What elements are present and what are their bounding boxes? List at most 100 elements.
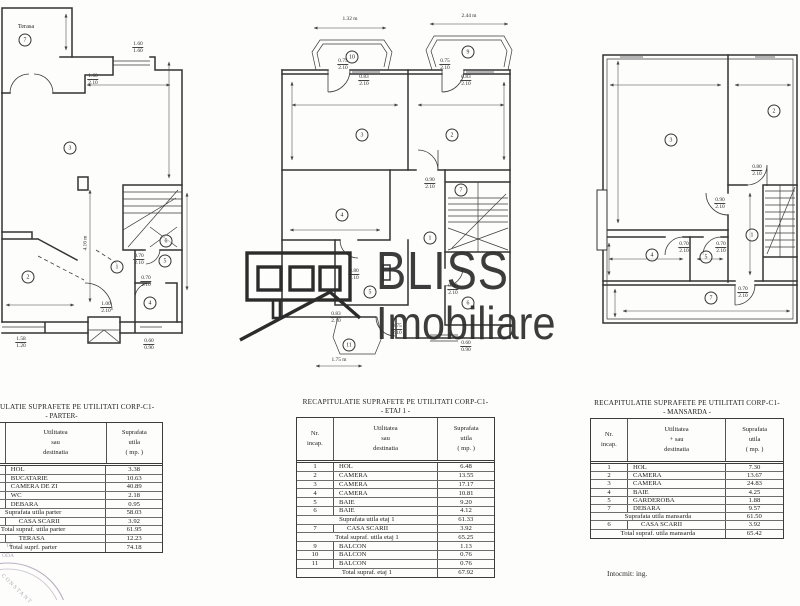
floor-plan-mansarda-drawing <box>596 54 798 324</box>
table-row: Total supraf. etaj 1 67.92 <box>297 568 494 578</box>
table-etaj1: RECAPITULATIE SUPRAFETE PE UTILITATI COR… <box>296 398 495 579</box>
table-row: 10 BALCON 0.76 <box>297 550 494 560</box>
table-title: RECAPITULATIE SUPRAFETE PE UTILITATI COR… <box>594 399 780 407</box>
terasa-label: Terasa <box>17 23 35 30</box>
table-body: HOL 3.38 BUCATARIE 10.63 CAMERA DE ZI 40… <box>0 466 162 552</box>
table-header: Utilitatea sau destinatia Suprafata util… <box>0 423 162 466</box>
room-number-badge: 4 <box>645 248 659 262</box>
length-label: 1.32 m <box>342 16 358 22</box>
table-row: 5 BAIE 9.20 <box>297 498 494 507</box>
room-number-badge: 5 <box>699 250 713 264</box>
table-row: Suprafata utila parter 58.03 <box>0 508 162 518</box>
room-number-badge: 10 <box>345 50 359 64</box>
table-body: 1 HOL 6.48 2 CAMERA 13.55 3 CAMERA 17.17 <box>297 463 494 578</box>
table-body: 1 HOL 7.30 2 CAMERA 13.67 3 CAMERA 24.83 <box>591 464 783 538</box>
table-row: 6 BAIE 4.12 <box>297 506 494 516</box>
window <box>596 189 608 251</box>
room-number-badge: 1 <box>745 228 759 242</box>
table-header: Nr. incap. Utilitatea + sau destinatia S… <box>591 419 783 464</box>
watermark-brand-line2: Imobiliare <box>376 297 556 349</box>
table-title: RECAPITULATIE SUPRAFETE PE UTILITATI COR… <box>302 398 489 406</box>
table-row: 4 CAMERA 10.81 <box>297 489 494 499</box>
table-row: 1 HOL 6.48 <box>297 463 494 472</box>
room-number-badge: 11 <box>342 338 356 352</box>
room-number-badge: 6 <box>159 234 173 248</box>
room-number-badge: 4 <box>335 208 349 222</box>
table-row: 3 CAMERA 24.83 <box>591 480 783 489</box>
table-row: 7 CASA SCARII 3.92 <box>297 524 494 534</box>
table-row: CASA SCARII 3.92 <box>0 517 162 527</box>
room-number-badge: 3 <box>63 141 77 155</box>
watermark-brand-line1: BLISS <box>376 241 509 301</box>
room-number-badge: 4 <box>143 296 157 310</box>
room-number-badge: 2 <box>445 128 459 142</box>
table-row: 5 GARDEROBA 1.88 <box>591 496 783 505</box>
table-row: 11 BALCON 0.76 <box>297 559 494 569</box>
table-row: 2 CAMERA 13.67 <box>591 472 783 481</box>
length-label: 2.44 m <box>461 13 477 19</box>
room-number-badge: 7 <box>454 183 468 197</box>
table-row: 7 DEBARA 9.57 <box>591 504 783 514</box>
table-row: 1 HOL 7.30 <box>591 464 783 473</box>
room-number-badge: 1 <box>110 260 124 274</box>
room-number-badge: 7 <box>704 291 718 305</box>
table-title: RECAPITULATIE SUPRAFETE PE UTILITATI COR… <box>0 403 155 411</box>
table-row: WC 2.18 <box>0 491 162 501</box>
table-row: 3 CAMERA 17.17 <box>297 480 494 490</box>
bliss-logo-icon <box>239 251 362 342</box>
table-parter: RECAPITULATIE SUPRAFETE PE UTILITATI COR… <box>0 403 163 553</box>
table-row: HOL 3.38 <box>0 466 162 475</box>
room-number-badge: 6 <box>461 296 475 310</box>
table-row: CAMERA DE ZI 40.89 <box>0 483 162 492</box>
table-row: Total supraf. utila etaj 1 65.25 <box>297 533 494 543</box>
table-subtitle: - MANSARDA - <box>663 408 711 416</box>
room-number-badge: 5 <box>158 254 172 268</box>
room-number-badge: 3 <box>355 128 369 142</box>
table-row: Total supraf. utila mansarda 65.42 <box>591 529 783 538</box>
room-number-badge: 5 <box>363 285 377 299</box>
room-number-badge: 1 <box>423 231 437 245</box>
table-row: Total supraf. utila parter 61.95 <box>0 526 162 535</box>
table-header: Nr. incap. Utilitatea sau destinatia Sup… <box>297 418 494 463</box>
table-row: 4 BAIE 4.25 <box>591 488 783 497</box>
table-subtitle: - ETAJ 1 - <box>380 407 411 415</box>
floor-plan-parter-drawing <box>1 7 189 344</box>
length-label: 4.16 m <box>82 235 89 251</box>
room-number-badge: 7 <box>18 33 32 47</box>
table-row: Total suprf. parter 74.18 <box>0 543 162 552</box>
room-number-badge: 9 <box>461 45 475 59</box>
table-row: 9 BALCON 1.13 <box>297 542 494 551</box>
table-row: BUCATARIE 10.63 <box>0 474 162 484</box>
room-number-badge: 2 <box>767 104 781 118</box>
room-number-badge: 3 <box>664 133 678 147</box>
table-subtitle: - PARTER- <box>45 412 78 420</box>
length-label: 1.75 m <box>331 357 347 363</box>
table-row: Suprafata utila etaj 1 61.33 <box>297 515 494 525</box>
table-row: TERASA 12.23 <box>0 534 162 544</box>
table-mansarda: RECAPITULATIE SUPRAFETE PE UTILITATI COR… <box>590 399 784 539</box>
prepared-by-label: Intocmit: ing. <box>607 569 648 578</box>
table-row: 6 CASA SCARII 3.92 <box>591 521 783 530</box>
